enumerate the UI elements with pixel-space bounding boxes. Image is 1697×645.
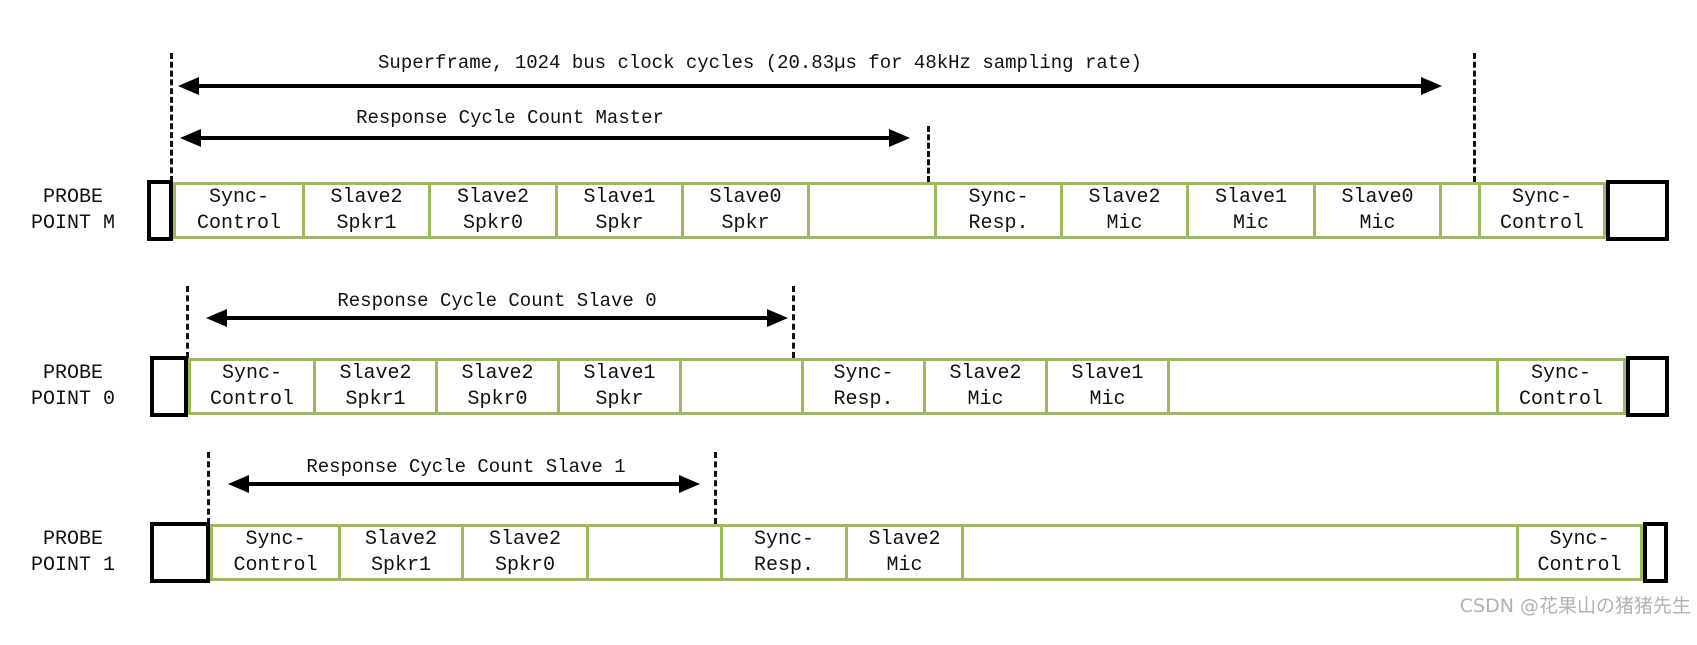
probe-point-0-label: PROBE POINT 0	[30, 361, 115, 411]
frame-0: Sync- Control Slave2 Spkr1 Slave2 Spkr0 …	[188, 358, 1626, 415]
frame-slot: Sync- Control	[209, 361, 294, 411]
frame-slot: Slave1 Mic	[1045, 361, 1167, 412]
frame-slot: Sync- Control	[1516, 527, 1640, 578]
dashed-guide-slave0-right	[792, 286, 795, 358]
slave1-response-caption: Response Cycle Count Slave 1	[306, 456, 626, 478]
frame-slot: Slave2 Spkr1	[338, 527, 461, 578]
frame-slot: Slave2 Mic	[1060, 185, 1186, 236]
master-response-caption: Response Cycle Count Master	[356, 107, 664, 129]
dashed-guide-master-right	[1473, 53, 1476, 182]
frame-slot: Sync- Control	[1478, 185, 1603, 236]
dashed-guide-slave1-left	[207, 452, 210, 524]
dashed-guide-master-left	[170, 53, 173, 182]
frame-slot: Slave1 Mic	[1186, 185, 1313, 236]
frame-slot: Sync- Control	[196, 185, 281, 235]
slave0-response-caption: Response Cycle Count Slave 0	[337, 290, 657, 312]
dashed-guide-slave1-right	[714, 452, 717, 524]
frame-slot: Sync- Control	[233, 527, 318, 577]
frame-slot-empty	[961, 527, 1516, 578]
frame-boundary-box	[150, 356, 188, 417]
probe-point-0-row: Sync- Control Slave2 Spkr1 Slave2 Spkr0 …	[150, 356, 1669, 417]
dashed-guide-master-mid	[927, 126, 930, 182]
frame-slot: Slave2 Spkr0	[435, 361, 557, 412]
frame-slot: Slave0 Mic	[1313, 185, 1439, 236]
frame-slot: Sync- Control	[1496, 361, 1623, 412]
frame-slot: Slave0 Spkr	[681, 185, 807, 236]
frame-slot-empty	[807, 185, 934, 236]
frame-boundary-box	[1606, 180, 1669, 241]
frame-boundary-box	[147, 180, 173, 241]
watermark: CSDN @花果山の猪猪先生	[1459, 595, 1691, 617]
frame-slot: Slave2 Mic	[845, 527, 961, 578]
frame-slot-empty	[1439, 185, 1478, 236]
probe-point-1-row: Sync- Control Slave2 Spkr1 Slave2 Spkr0 …	[150, 522, 1668, 583]
frame-slot: Slave2 Spkr1	[302, 185, 428, 236]
frame-boundary-box	[1626, 356, 1669, 417]
superframe-caption: Superframe, 1024 bus clock cycles (20.83…	[378, 52, 1142, 74]
frame-slot: Slave2 Mic	[923, 361, 1045, 412]
frame-slot: Slave1 Spkr	[557, 361, 679, 412]
slave0-response-arrow	[226, 316, 768, 320]
frame-slot: Slave2 Spkr1	[313, 361, 435, 412]
frame-m: Sync- Control Slave2 Spkr1 Slave2 Spkr0 …	[173, 182, 1606, 239]
dashed-guide-slave0-left	[186, 286, 189, 358]
master-response-arrow	[200, 136, 890, 140]
slave1-response-arrow	[248, 482, 680, 486]
frame-1: Sync- Control Slave2 Spkr1 Slave2 Spkr0 …	[210, 524, 1643, 581]
frame-slot: Slave2 Spkr0	[461, 527, 586, 578]
frame-slot: Sync- Resp.	[934, 185, 1060, 236]
frame-slot-empty	[1167, 361, 1496, 412]
frame-slot: Sync- Resp.	[720, 527, 845, 578]
frame-slot: Slave2 Spkr0	[428, 185, 555, 236]
frame-slot: Sync- Resp.	[801, 361, 923, 412]
frame-slot-empty	[679, 361, 801, 412]
frame-slot: Slave1 Spkr	[555, 185, 681, 236]
probe-point-m-label: PROBE POINT M	[30, 185, 115, 235]
frame-boundary-box	[1643, 522, 1668, 583]
probe-point-1-label: PROBE POINT 1	[30, 527, 115, 577]
frame-slot-empty	[586, 527, 720, 578]
frame-boundary-box	[150, 522, 210, 583]
probe-point-m-row: Sync- Control Slave2 Spkr1 Slave2 Spkr0 …	[147, 180, 1669, 241]
superframe-span-arrow	[198, 84, 1422, 88]
